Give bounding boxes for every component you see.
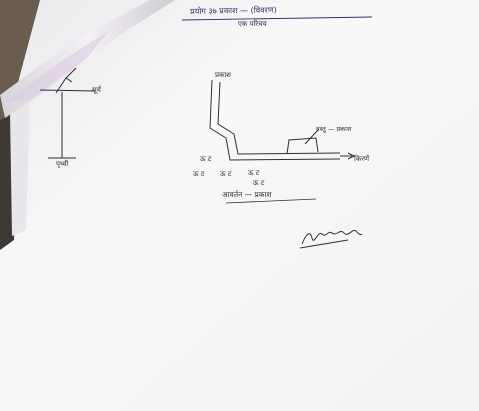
sun-label: सूर्य	[92, 86, 101, 94]
arrow-label: किरणें	[354, 155, 370, 163]
left-figure	[39, 67, 96, 159]
header-underline	[181, 16, 373, 21]
small-label: ऊ ट	[248, 169, 260, 177]
header-line-1: प्रयोग ३७ प्रकाश — (विवरण)	[190, 5, 277, 16]
base-label: पृथ्वी	[56, 160, 69, 168]
diagram-caption: आवर्तन — प्रकाश	[222, 190, 272, 199]
small-label: ऊ ट	[253, 179, 265, 187]
small-label: ऊ ट	[220, 170, 232, 178]
caption-underline	[225, 198, 317, 204]
small-label: ऊ ट	[200, 155, 212, 163]
signature	[299, 229, 363, 249]
pipe-diagram	[209, 79, 356, 161]
small-label: ऊ ट	[193, 170, 205, 178]
pipe-top-label: प्रकाश	[215, 71, 231, 79]
header-line-2: एक परिचय	[238, 20, 267, 28]
paper-fold-edge	[10, 96, 30, 236]
curled-sheet-highlight	[5, 30, 110, 102]
object-label: वस्तु — प्रकाश	[316, 125, 352, 133]
